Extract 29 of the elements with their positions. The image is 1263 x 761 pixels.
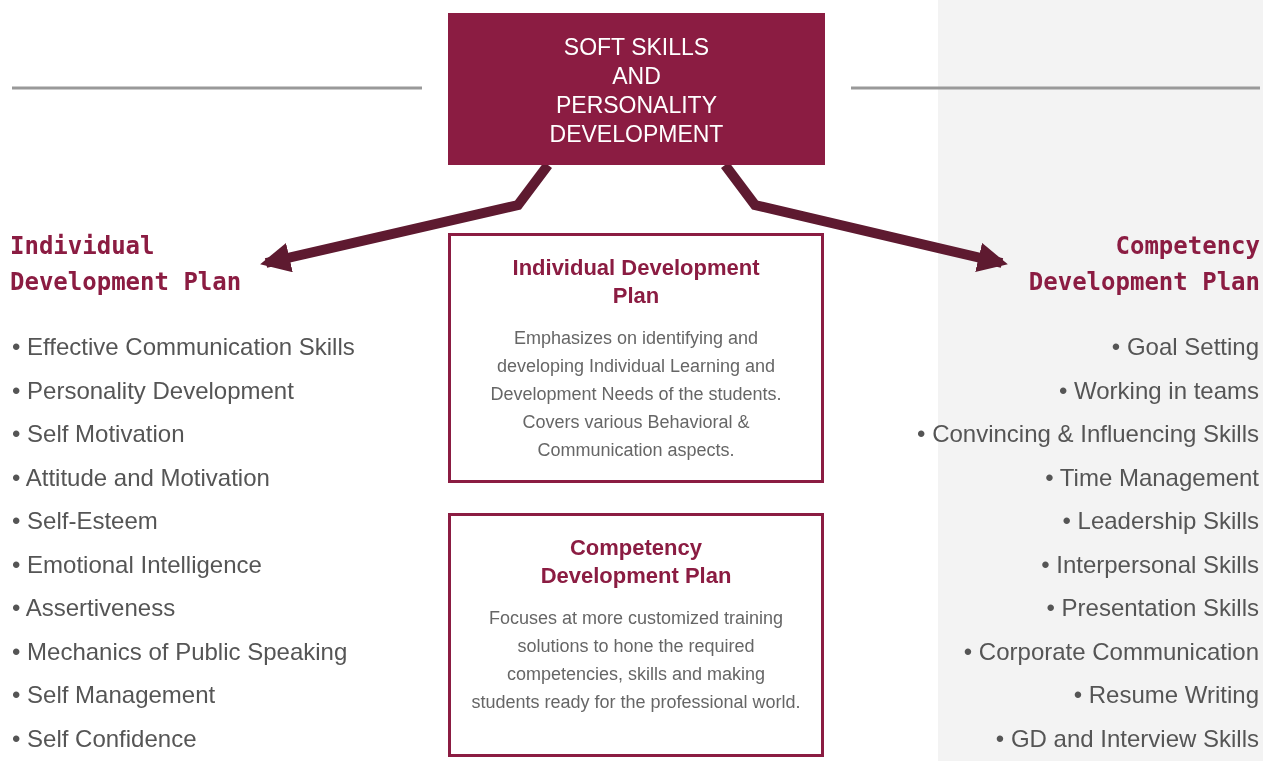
- list-item: • Assertiveness: [12, 594, 176, 622]
- list-item: • Interpersonal Skills: [1041, 550, 1259, 579]
- list-item: • Convincing & Influencing Skills: [917, 420, 1259, 448]
- list-item: • Resume Writing: [1073, 681, 1259, 709]
- section-heading: Competency Development Plan: [1008, 228, 1260, 300]
- list-item: • Presentation Skills: [1046, 594, 1259, 622]
- list-item: • Self Management: [12, 681, 216, 709]
- list-item: • Leadership Skills: [1062, 507, 1259, 535]
- title-box: SOFT SKILLS AND PERSONALITY DEVELOPMENT: [448, 13, 825, 165]
- card-title: Competency Development Plan: [539, 534, 733, 590]
- plan-card: [448, 513, 824, 757]
- list-item: • Self Confidence: [12, 724, 197, 753]
- list-item: • Self Motivation: [12, 420, 185, 448]
- list-item: • Time Management: [1045, 463, 1259, 492]
- list-item: • Working in teams: [1058, 376, 1259, 405]
- section-heading: Individual Development Plan: [10, 228, 260, 300]
- list-item: • GD and Interview Skills: [995, 724, 1259, 753]
- list-item: • Attitude and Motivation: [12, 463, 270, 492]
- list-item: • Effective Communication Skills: [12, 333, 355, 361]
- list-item: • Emotional Intelligence: [12, 550, 262, 579]
- card-description: Focuses at more customized training solutions to hone the required competencies, skills and making students ready for the professional world.: [471, 607, 801, 714]
- card-title: Individual Development Plan: [511, 254, 761, 310]
- list-item: • Personality Development: [12, 376, 294, 405]
- plan-card: [448, 233, 824, 483]
- list-item: • Mechanics of Public Speaking: [12, 637, 348, 666]
- list-item: • Self-Esteem: [12, 507, 158, 535]
- list-item: • Corporate Communication: [963, 637, 1259, 666]
- card-description: Emphasizes on identifying and developing Individual Learning and Development Needs of the students. Covers various Behavioral & Communication aspects.: [489, 327, 783, 462]
- list-item: • Goal Setting: [1111, 333, 1259, 361]
